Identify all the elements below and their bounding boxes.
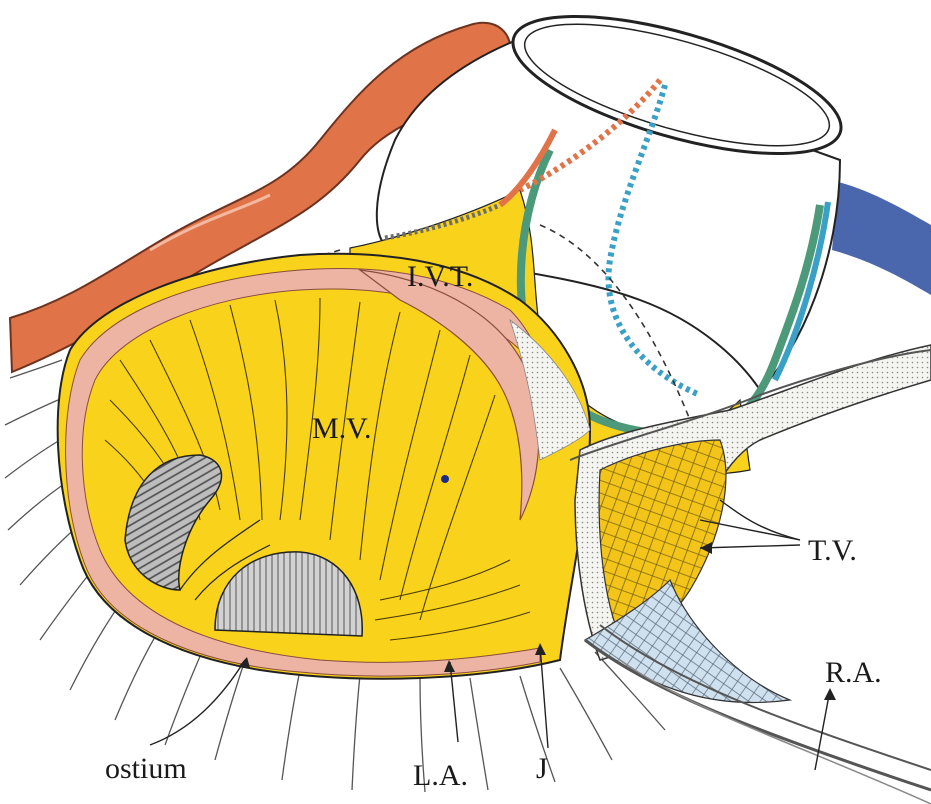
label-tv: T.V. [808,534,857,567]
blue-vessel [832,182,931,295]
label-j: J [536,752,548,785]
mv-marker-dot [441,475,449,483]
label-ostium: ostium [105,752,187,785]
label-mv: M.V. [312,412,371,445]
right-atrium-region [570,345,931,804]
label-ivt: I.V.T. [407,260,473,293]
label-la: L.A. [413,759,468,792]
label-ra: R.A. [825,656,882,689]
